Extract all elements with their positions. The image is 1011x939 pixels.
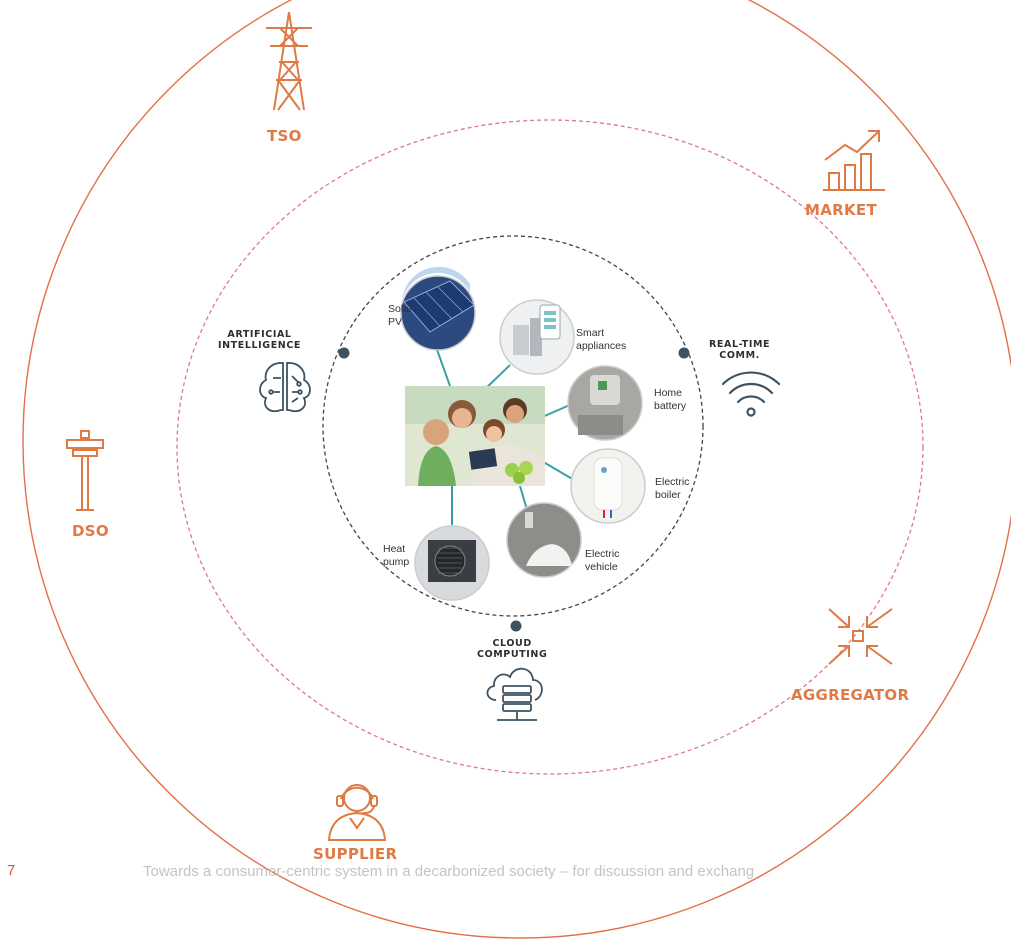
smart-appliances-label-line2: appliances xyxy=(576,340,627,352)
page-number: 7 xyxy=(7,862,16,879)
comm-dot xyxy=(678,347,690,359)
home-battery-label: Home battery xyxy=(654,387,686,413)
wifi-signal-icon xyxy=(721,371,781,417)
dso-label: DSO xyxy=(72,522,109,540)
middle-ring xyxy=(176,119,924,775)
electric-boiler-label-line1: Electric xyxy=(655,476,690,488)
ai-dot xyxy=(338,347,350,359)
brain-circuit-icon xyxy=(259,362,311,412)
solar-pv-label-line2: PV xyxy=(388,316,403,328)
market-label: MARKET xyxy=(805,201,877,219)
converging-arrows-icon xyxy=(828,608,893,665)
cloud-dot xyxy=(510,620,522,632)
tso-label: TSO xyxy=(267,127,302,145)
cloud-server-icon xyxy=(486,667,543,721)
ai-label-line1: ARTIFICIAL xyxy=(227,329,292,340)
ai-label-line2: INTELLIGENCE xyxy=(218,340,301,351)
distribution-pole-icon xyxy=(66,430,104,511)
smart-appliances-label: Smart appliances xyxy=(576,327,626,353)
comm-label-line1: REAL-TIME xyxy=(709,339,771,350)
heat-pump-label-line1: Heat xyxy=(383,543,406,555)
bar-chart-growth-icon xyxy=(823,130,885,191)
supplier-label: SUPPLIER xyxy=(313,845,398,863)
comm-label-line2: COMM. xyxy=(719,350,760,361)
solar-pv-label-line1: Solar xyxy=(388,303,413,315)
heat-pump-label-line2: pump xyxy=(383,556,410,568)
electric-vehicle-label: Electric vehicle xyxy=(585,548,619,574)
electric-vehicle-label-line1: Electric xyxy=(585,548,620,560)
electric-boiler-label-line2: boiler xyxy=(655,489,681,501)
electric-vehicle-label-line2: vehicle xyxy=(585,561,618,573)
inner-ring xyxy=(322,235,704,617)
transmission-tower-icon xyxy=(266,11,312,111)
smart-appliances-label-line1: Smart xyxy=(576,327,605,339)
aggregator-label: AGGREGATOR xyxy=(791,686,910,704)
cloud-label-line2: COMPUTING xyxy=(477,649,548,660)
customer-support-headset-icon xyxy=(327,784,387,841)
footer-text: Towards a consumer-centric system in a d… xyxy=(143,863,755,880)
device-photos xyxy=(400,266,646,601)
cloud-computing-label: CLOUD COMPUTING xyxy=(477,638,547,660)
home-battery-label-line1: Home xyxy=(654,387,683,399)
outer-ring xyxy=(22,0,1011,939)
ai-label: ARTIFICIAL INTELLIGENCE xyxy=(218,329,301,351)
home-battery-label-line2: battery xyxy=(654,400,687,412)
real-time-comm-label: REAL-TIME COMM. xyxy=(709,339,770,361)
electric-boiler-label: Electric boiler xyxy=(655,476,689,502)
solar-pv-label: Solar PV xyxy=(388,303,413,329)
heat-pump-label: Heat pump xyxy=(383,543,409,569)
cloud-label-line1: CLOUD xyxy=(492,638,532,649)
